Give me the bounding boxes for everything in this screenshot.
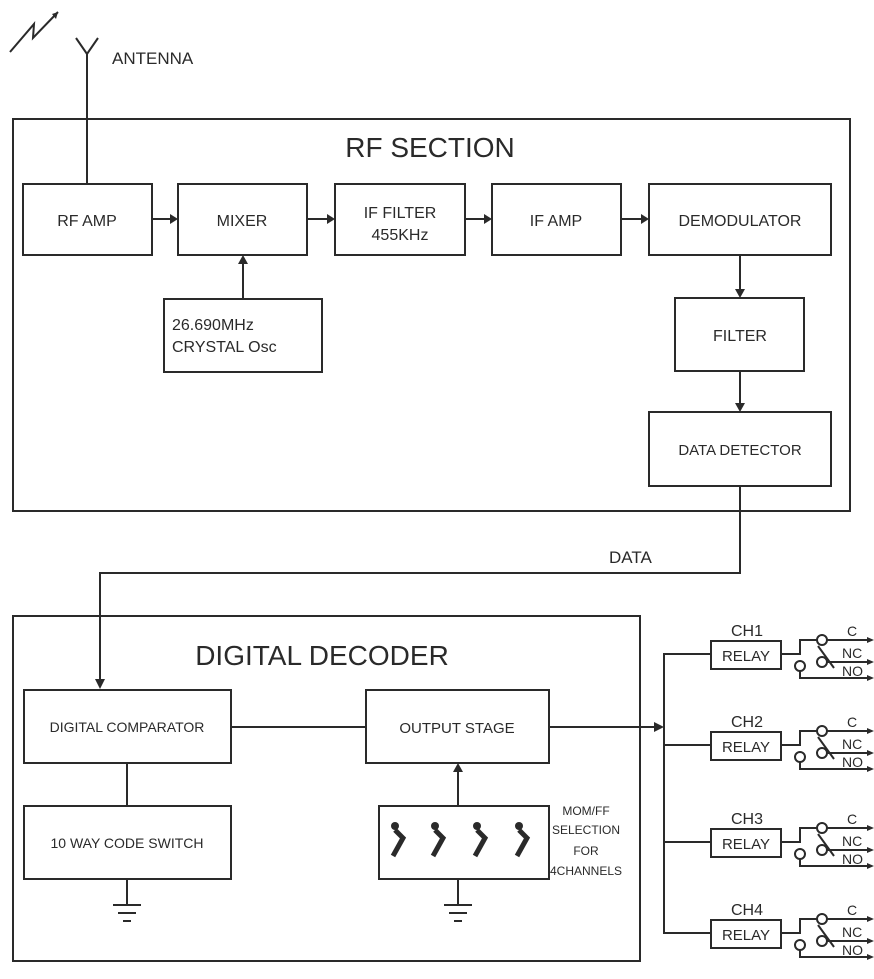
channel-name: CH3 (731, 811, 763, 828)
relay-contact-icon (781, 822, 874, 869)
svg-text:MOM/FF: MOM/FF (562, 804, 609, 818)
contact-c: C (847, 811, 857, 827)
svg-text:SELECTION: SELECTION (552, 823, 620, 837)
contact-c: C (847, 902, 857, 918)
crystal-frequency: 26.690MHz (172, 317, 254, 334)
data-detector-block: DATA DETECTOR (648, 411, 832, 487)
channel-name: CH1 (731, 623, 763, 640)
antenna-label: ANTENNA (112, 49, 194, 68)
filter-label: FILTER (713, 328, 767, 345)
rf-amp-block: RF AMP (22, 183, 153, 256)
data-label: DATA (609, 548, 652, 567)
mixer-block: MIXER (177, 183, 308, 256)
if-amp-block: IF AMP (491, 183, 622, 256)
data-line: DATA (95, 486, 741, 689)
relay-label: RELAY (722, 739, 770, 756)
contact-nc: NC (842, 645, 862, 661)
channel-name: CH2 (731, 714, 763, 731)
filter-block: FILTER (674, 297, 805, 372)
data-detector-label: DATA DETECTOR (678, 442, 802, 459)
mixer-label: MIXER (217, 213, 268, 230)
contact-nc: NC (842, 736, 862, 752)
rf-section-title: RF SECTION (345, 132, 515, 163)
if-amp-label: IF AMP (530, 213, 582, 230)
contact-no: NO (842, 754, 863, 770)
rf-connectors (152, 214, 745, 412)
digital-decoder-frame (12, 615, 641, 962)
channel-4: CH4 RELAY C NC NO (710, 902, 874, 960)
svg-text:FOR: FOR (573, 844, 599, 858)
mom-ff-switch-block (378, 805, 550, 880)
ground-icon (444, 879, 472, 922)
contact-c: C (847, 623, 857, 639)
channel-name: CH4 (731, 902, 763, 919)
digital-decoder-title: DIGITAL DECODER (195, 640, 449, 671)
relay-contact-icon (781, 913, 874, 960)
crystal-osc-block: 26.690MHz CRYSTAL Osc (163, 298, 323, 373)
radio-wave-arrowhead (52, 12, 58, 19)
relay-box (710, 640, 782, 670)
ground-icon (113, 879, 141, 922)
selection-label: MOM/FF SELECTION FOR 4CHANNELS (550, 804, 622, 878)
contact-nc: NC (842, 833, 862, 849)
channel-bus (663, 653, 711, 934)
relay-label: RELAY (722, 648, 770, 665)
crystal-label: CRYSTAL Osc (172, 339, 277, 356)
demodulator-block: DEMODULATOR (648, 183, 832, 256)
contact-c: C (847, 714, 857, 730)
demodulator-label: DEMODULATOR (679, 213, 802, 230)
contact-no: NO (842, 942, 863, 958)
radio-wave-icon (9, 11, 59, 53)
output-stage-block: OUTPUT STAGE (365, 689, 550, 764)
svg-text:4CHANNELS: 4CHANNELS (550, 864, 622, 878)
code-switch-block: 10 WAY CODE SWITCH (23, 805, 232, 880)
channel-2: CH2 RELAY C NC NO (710, 714, 874, 772)
relay-box (710, 919, 782, 949)
if-filter-label: IF FILTER (364, 205, 437, 222)
decoder-connectors (126, 722, 664, 806)
contact-nc: NC (842, 924, 862, 940)
code-switch-label: 10 WAY CODE SWITCH (51, 835, 204, 851)
output-stage-label: OUTPUT STAGE (399, 720, 514, 737)
relay-label: RELAY (722, 927, 770, 944)
channel-1: CH1 RELAY C NC NO (710, 623, 874, 681)
contact-no: NO (842, 663, 863, 679)
relay-label: RELAY (722, 836, 770, 853)
relay-box (710, 828, 782, 858)
relay-contact-icon (781, 725, 874, 772)
rf-amp-label: RF AMP (57, 213, 117, 230)
if-filter-block: IF FILTER 455KHz (334, 183, 466, 256)
relay-contact-icon (781, 634, 874, 681)
digital-comparator-block: DIGITAL COMPARATOR (23, 689, 232, 764)
channel-3: CH3 RELAY C NC NO (710, 811, 874, 869)
if-filter-frequency: 455KHz (372, 227, 429, 244)
rf-section-frame (12, 118, 851, 512)
antenna-icon (75, 37, 99, 184)
digital-comparator-label: DIGITAL COMPARATOR (50, 719, 205, 735)
antenna: ANTENNA (9, 11, 194, 184)
contact-no: NO (842, 851, 863, 867)
dip-switch-icon (390, 822, 531, 858)
